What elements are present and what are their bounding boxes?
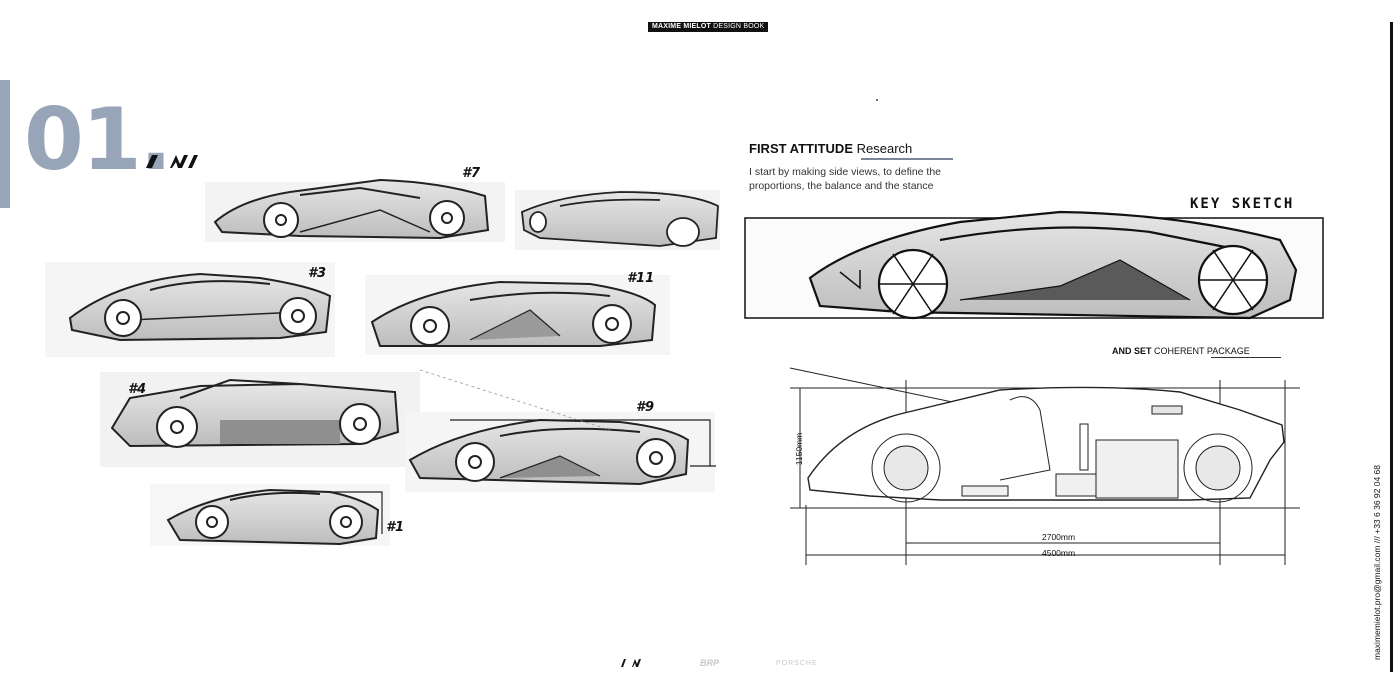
chapter-number: 01. [24, 90, 172, 190]
package-title-bold: AND SET [1112, 346, 1152, 356]
key-sketch-drawing [744, 210, 1324, 320]
wheelbase-dimension: 2700mm [1042, 532, 1076, 542]
accent-bar [0, 80, 10, 208]
sketch-label-3: #3 [308, 266, 327, 281]
footer-porsche: PORSCHE [776, 660, 818, 667]
height-dimension: 1150mm [794, 432, 805, 466]
sketch-9 [405, 412, 716, 492]
contact-text: maximemielot.pro@gmail.com /// +33 6 36 … [1372, 464, 1382, 660]
sketch-label-7: #7 [462, 166, 481, 181]
sketch-4 [100, 372, 420, 467]
contact-info: maximemielot.pro@gmail.com /// +33 6 36 … [1372, 465, 1382, 670]
stray-dot [876, 99, 878, 101]
package-title-normal: COHERENT [1151, 346, 1207, 356]
sketch-7 [205, 178, 505, 242]
sketch-11 [365, 275, 670, 355]
section-title-light: Research [853, 141, 913, 156]
sketch-label-11: #11 [627, 271, 655, 286]
sketch-label-4: #4 [128, 382, 147, 397]
length-dimension: 4500mm [1042, 548, 1076, 558]
sketch-3 [45, 262, 335, 357]
title-underline [861, 158, 953, 160]
kia-logo-icon [146, 155, 198, 168]
sketch-label-1: #1 [386, 520, 405, 535]
sketch-label-9: #9 [636, 400, 655, 415]
footer-logos: BRP PORSCHE [620, 658, 830, 672]
kia-footer-icon [621, 659, 641, 667]
section-title: FIRST ATTITUDE Research [749, 141, 912, 156]
key-sketch-label: KEY SKETCH [1190, 196, 1295, 212]
section-description: I start by making side views, to define … [749, 166, 942, 192]
package-title-underlined: PACKAGE [1206, 346, 1250, 356]
sketch-3q-view [515, 190, 720, 250]
footer-brp: BRP [700, 658, 720, 668]
header-tag: MAXIME MIELOT DESIGN BOOK [648, 22, 769, 32]
header-book: DESIGN BOOK [711, 23, 765, 30]
right-edge-line [1390, 22, 1393, 672]
package-underline [1211, 357, 1281, 358]
package-title: AND SET COHERENT PACKAGE [1112, 346, 1250, 356]
package-drawing [789, 367, 1300, 565]
section-title-bold: FIRST ATTITUDE [749, 141, 853, 156]
sketch-1 [150, 484, 390, 546]
header-author: MAXIME MIELOT [652, 23, 711, 30]
